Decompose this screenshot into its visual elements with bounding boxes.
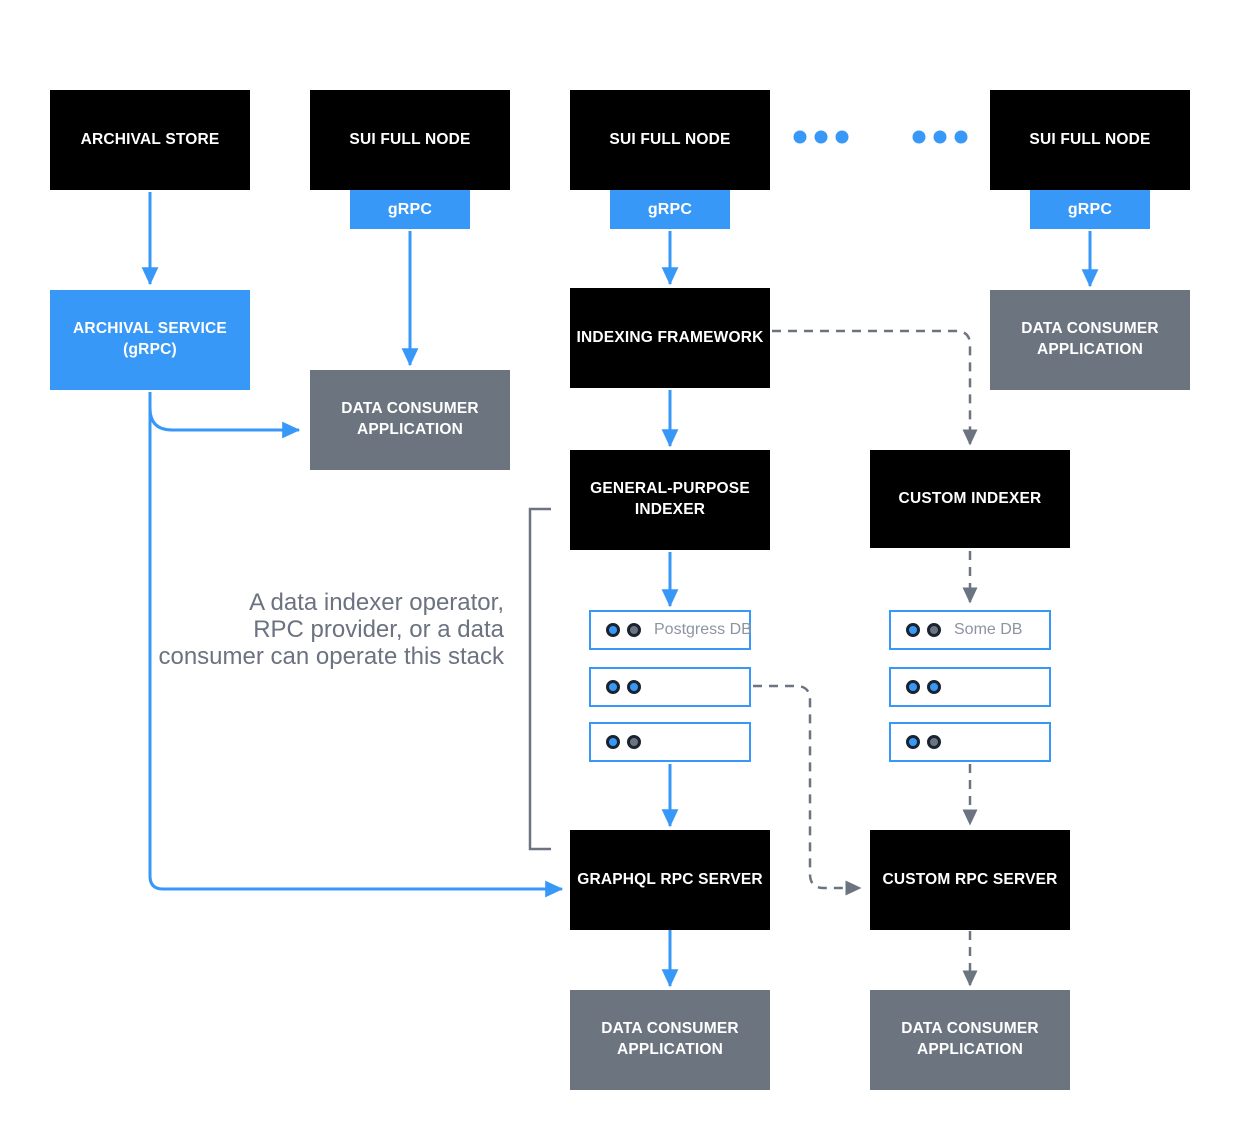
stack-bracket [528,507,551,851]
ellipsis-dot-icon [912,130,926,144]
db-row-postgress: Postgress DB [589,610,752,650]
db-dot-icon [927,623,941,637]
db-row [889,722,1051,762]
note-line: consumer can operate this stack [158,643,504,670]
note-line: RPC provider, or a data [253,616,504,643]
ellipsis-dot-icon [835,130,849,144]
node-data-consumer-app-bottom-right: DATA CONSUMER APPLICATION [870,990,1070,1090]
node-label: CUSTOM RPC SERVER [882,870,1058,888]
grpc-badge-label: gRPC [387,200,433,218]
node-indexing-framework: INDEXING FRAMEWORK [570,288,770,388]
dashed-arrow-db-to-custom-rpc-server [753,684,862,896]
node-ellipsis-left [793,130,849,144]
node-label: DATA CONSUMER APPLICATION [601,1020,739,1058]
db-dot-icon [627,735,641,749]
node-custom-rpc-server: CUSTOM RPC SERVER [870,830,1070,930]
grpc-badge-3: gRPC [1030,190,1150,229]
node-label: DATA CONSUMER APPLICATION [341,400,479,438]
db-dot-icon [606,735,620,749]
node-ellipsis-right [912,130,968,144]
db-dot-icon [606,623,620,637]
node-general-purpose-indexer: GENERAL-PURPOSE INDEXER [570,450,770,550]
db-dot-icon [927,735,941,749]
operator-note: A data indexer operator, RPC provider, o… [158,589,504,670]
db-row [589,667,751,707]
ellipsis-dot-icon [954,130,968,144]
node-data-consumer-app-bottom-left: DATA CONSUMER APPLICATION [570,990,770,1090]
node-label: ARCHIVAL SERVICE (gRPC) [73,320,227,358]
note-line: A data indexer operator, [249,589,504,616]
grpc-badge-label: gRPC [647,200,693,218]
db-dot-icon [906,735,920,749]
node-label: CUSTOM INDEXER [898,489,1042,507]
ellipsis-dot-icon [933,130,947,144]
node-label: SUI FULL NODE [349,130,471,148]
grpc-badge-1: gRPC [350,190,470,229]
db-dot-icon [627,623,641,637]
node-label: SUI FULL NODE [609,130,731,148]
db-label: Some DB [954,621,1023,638]
node-data-consumer-app-top-right: DATA CONSUMER APPLICATION [990,290,1190,390]
node-data-consumer-app-left: DATA CONSUMER APPLICATION [310,370,510,470]
node-label: DATA CONSUMER APPLICATION [901,1020,1039,1058]
db-dot-icon [927,680,941,694]
ellipsis-dot-icon [814,130,828,144]
node-label: INDEXING FRAMEWORK [576,328,764,346]
db-row [589,722,751,762]
dashed-arrow-indexing-framework-to-custom-indexer [772,329,978,446]
db-dot-icon [906,623,920,637]
arrow-archival-service-to-data-consumer-app [148,407,301,439]
arrow-archival-service-to-graphql-rpc-server [148,392,564,898]
db-row [889,667,1051,707]
node-label: DATA CONSUMER APPLICATION [1021,320,1159,358]
db-dot-icon [606,680,620,694]
db-dot-icon [906,680,920,694]
node-archival-store: ARCHIVAL STORE [50,90,250,190]
db-label: Postgress DB [654,621,752,638]
node-label: GENERAL-PURPOSE INDEXER [590,480,750,518]
grpc-badge-2: gRPC [610,190,730,229]
node-custom-indexer: CUSTOM INDEXER [870,450,1070,548]
ellipsis-dot-icon [793,130,807,144]
db-dot-icon [627,680,641,694]
db-row-some-db: Some DB [889,610,1051,650]
grpc-badge-label: gRPC [1067,200,1113,218]
node-graphql-rpc-server: GRAPHQL RPC SERVER [570,830,770,930]
node-label: GRAPHQL RPC SERVER [577,870,763,888]
node-sui-full-node-1: SUI FULL NODE [310,90,510,190]
node-label: ARCHIVAL STORE [80,130,220,148]
node-label: SUI FULL NODE [1029,130,1151,148]
node-sui-full-node-3: SUI FULL NODE [990,90,1190,190]
node-archival-service: ARCHIVAL SERVICE (gRPC) [50,290,250,390]
node-sui-full-node-2: SUI FULL NODE [570,90,770,190]
